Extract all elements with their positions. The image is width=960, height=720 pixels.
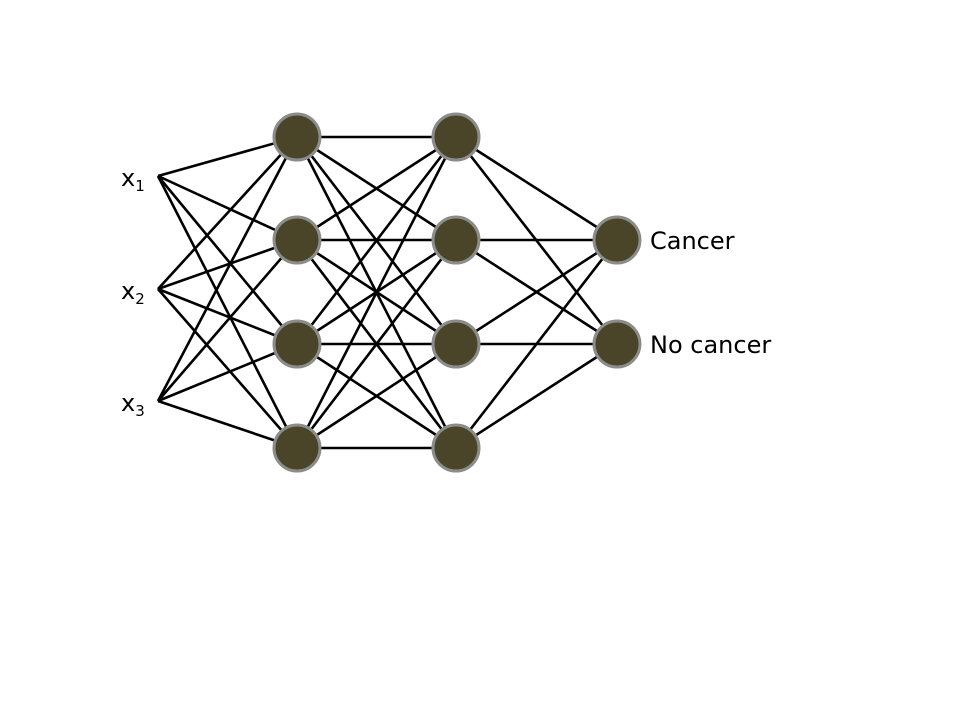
hidden1-neuron-3	[272, 319, 322, 369]
connection-l0-1-to-0	[157, 136, 298, 290]
connection-l1-3-to-0	[295, 136, 458, 449]
hidden2-neuron-2	[431, 215, 481, 265]
hidden2-neuron-3	[431, 319, 481, 369]
hidden1-neuron-1	[272, 112, 322, 162]
hidden2-neuron-4	[431, 423, 481, 473]
connection-l0-1-to-2	[157, 287, 298, 346]
hidden1-neuron-4	[272, 423, 322, 473]
connection-l2-3-to-1	[455, 342, 618, 450]
connection-l0-2-to-1	[157, 239, 298, 402]
neurons	[272, 112, 642, 473]
connection-l1-1-to-0	[296, 135, 457, 242]
connection-l1-3-to-2	[296, 342, 457, 450]
connections	[156, 135, 619, 450]
connection-l2-3-to-0	[454, 239, 619, 449]
input-label-base: x	[121, 164, 135, 192]
connection-l0-0-to-1	[157, 174, 298, 242]
connection-l2-0-to-0	[455, 135, 618, 242]
connection-l0-0-to-3	[156, 175, 299, 449]
input-label-subscript: 3	[135, 402, 145, 420]
input-label-base: x	[121, 277, 135, 305]
connection-l0-0-to-2	[156, 175, 299, 345]
input-label-base: x	[121, 389, 135, 417]
connection-l1-2-to-0	[295, 136, 458, 345]
output-neuron-1	[592, 215, 642, 265]
hidden2-neuron-1	[431, 112, 481, 162]
input-label-2: x2	[121, 277, 145, 308]
input-label-3: x3	[121, 389, 145, 420]
connection-l0-1-to-1	[157, 238, 298, 291]
output-label-2: No cancer	[650, 331, 771, 359]
hidden1-neuron-2	[272, 215, 322, 265]
output-label-1: Cancer	[650, 227, 735, 255]
connection-l0-2-to-2	[157, 342, 298, 403]
input-label-1: x1	[121, 164, 145, 195]
connection-l0-1-to-3	[157, 288, 298, 449]
connection-l0-2-to-0	[156, 136, 299, 402]
input-label-subscript: 1	[135, 177, 145, 195]
input-label-subscript: 2	[135, 290, 145, 308]
connection-l2-2-to-0	[455, 238, 618, 346]
connection-l1-3-to-1	[295, 239, 458, 449]
output-neuron-2	[592, 319, 642, 369]
